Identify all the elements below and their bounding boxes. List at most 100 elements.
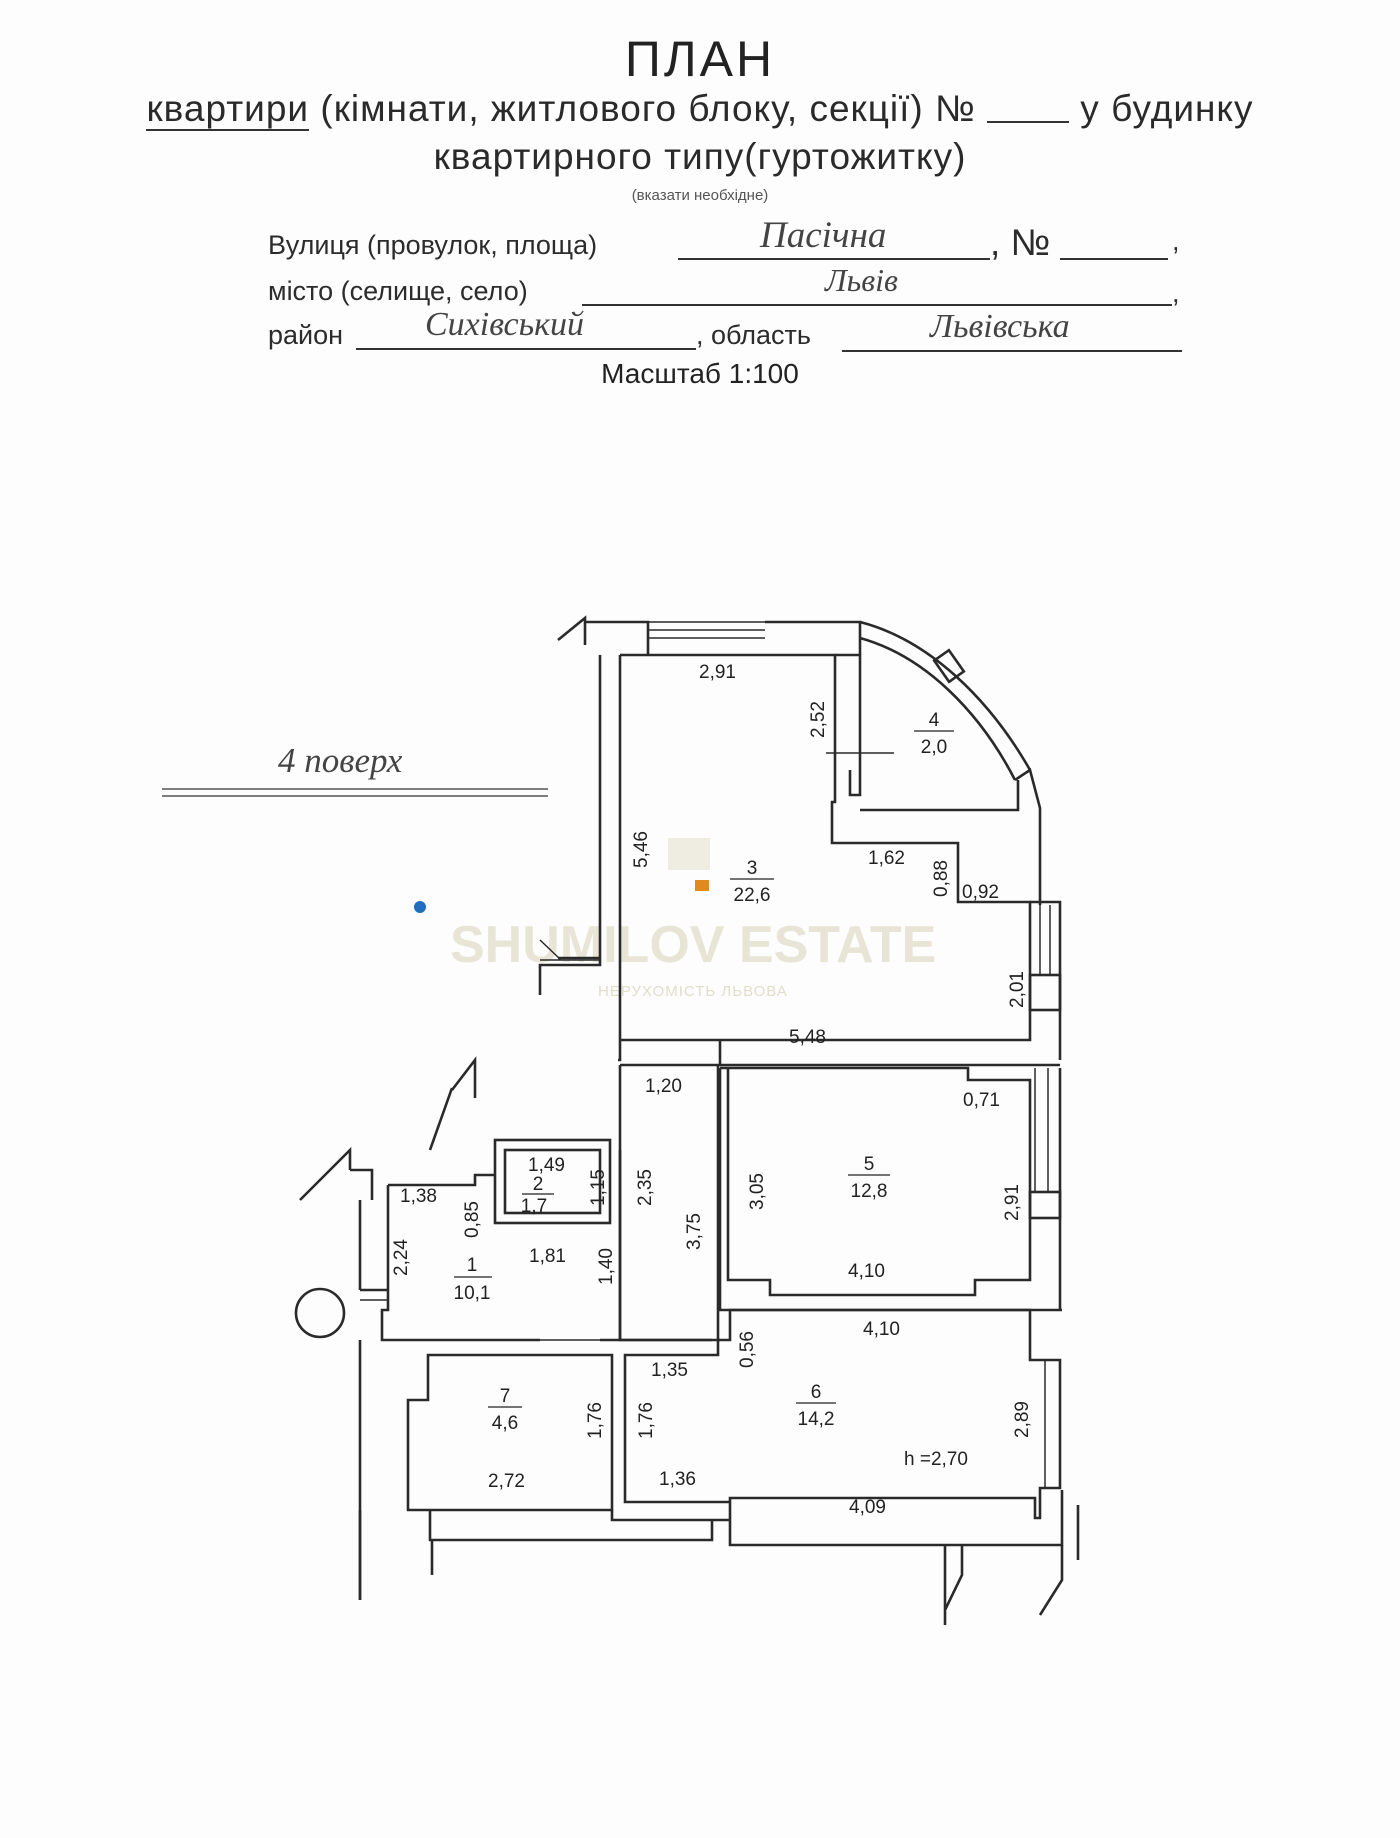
dim-2-91-right: 2,91	[1002, 1184, 1023, 1221]
dim-1-62: 1,62	[868, 848, 905, 869]
dimension-labels: 2,91 2,52 5,46 1,62 0,88 0,92 2,01 5,48 …	[391, 662, 1033, 1518]
dim-4-10-b: 4,10	[863, 1319, 900, 1340]
dim-1-76-b: 1,76	[636, 1402, 657, 1439]
district-underline	[356, 348, 696, 350]
wall-bottom-mid	[610, 1510, 730, 1522]
dim-3-75: 3,75	[684, 1213, 705, 1250]
dim-0-71: 0,71	[963, 1090, 1000, 1111]
dim-2-01: 2,01	[1007, 971, 1028, 1008]
dim-1-76-a: 1,76	[585, 1402, 606, 1439]
room-1-number: 1	[467, 1255, 478, 1276]
room-1-outline	[380, 1150, 720, 1342]
city-comma: ,	[1172, 278, 1180, 308]
dim-1-35: 1,35	[651, 1360, 688, 1381]
room-labels: 1 10,1 2 1,7 3 22,6 4 2,0 5 12,8 6 14,2 …	[454, 710, 954, 1434]
plan-title: ПЛАН	[624, 31, 776, 87]
dim-1-81: 1,81	[529, 1246, 566, 1267]
floor-label: 4 поверх	[278, 741, 403, 780]
plan-subtitle-line1: квартири (кімнати, житлового блоку, секц…	[0, 88, 1400, 131]
dim-1-15: 1,15	[588, 1169, 609, 1206]
dim-3-05: 3,05	[747, 1173, 768, 1210]
wall-right-room3	[1030, 900, 1062, 1060]
dim-2-35: 2,35	[635, 1169, 656, 1206]
room-2-inner	[503, 1148, 602, 1215]
wall-left-step	[350, 1168, 374, 1200]
room-6-outline	[623, 1308, 1062, 1520]
dim-1-49: 1,49	[528, 1155, 565, 1176]
room-7-area: 4,6	[492, 1413, 518, 1434]
pier-right-room3	[1028, 973, 1062, 1012]
room-4-arc-inner	[859, 636, 1017, 781]
room-7-outline	[406, 1353, 614, 1512]
location-marker-icon	[414, 901, 426, 913]
dim-1-38: 1,38	[400, 1186, 437, 1207]
wall-break-bottom	[943, 1545, 964, 1625]
wall-bottom-right	[728, 1490, 1064, 1547]
apartment-word: квартири	[146, 88, 310, 131]
dim-0-56: 0,56	[737, 1331, 758, 1368]
city-value: Львів	[825, 262, 898, 298]
watermark-logo-icon	[668, 838, 710, 870]
scale-label: Масштаб 1:100	[601, 358, 799, 389]
region-label: , область	[696, 320, 811, 350]
room-2-outer	[493, 1138, 612, 1225]
subtitle-middle: (кімнати, житлового блоку, секції) №	[309, 88, 988, 129]
room-5-area: 12,8	[851, 1181, 888, 1202]
apartment-number-blank	[987, 91, 1070, 123]
ceiling-height: h =2,70	[904, 1449, 968, 1470]
wall-break-left	[299, 1146, 352, 1201]
room-2-area: 1,7	[521, 1196, 547, 1217]
room-3-number: 3	[747, 858, 758, 879]
plan-subtitle-line2: квартирного типу(гуртожитку)	[433, 136, 967, 177]
dim-2-89: 2,89	[1012, 1401, 1033, 1438]
city-label: місто (селище, село)	[268, 276, 528, 306]
wall-break-mid-left-2	[428, 1087, 454, 1151]
window-arc	[932, 648, 966, 684]
wall-left-corridor	[538, 655, 602, 995]
room-5-number: 5	[864, 1154, 875, 1175]
wall-top-right-seg	[765, 620, 862, 655]
street-underline	[678, 258, 990, 260]
room-4-area: 2,0	[921, 737, 947, 758]
dim-0-92: 0,92	[962, 882, 999, 903]
dim-2-91-top: 2,91	[699, 662, 736, 683]
street-label: Вулиця (провулок, площа)	[268, 230, 598, 260]
wall-top-left-seg	[585, 620, 650, 655]
room-1-area: 10,1	[454, 1283, 491, 1304]
pier-room5	[1028, 1190, 1062, 1220]
corridor-left-wall	[618, 1065, 712, 1342]
wall-left-corridor-inner	[618, 655, 622, 1062]
room-3-outline	[620, 653, 1032, 1042]
wall-break-mid-left	[450, 1056, 477, 1098]
door-swing-room3	[539, 939, 562, 961]
watermark: SHUMILOV ESTATE НЕРУХОМІСТЬ ЛЬВОВА	[450, 838, 936, 1000]
room-1-left	[358, 1200, 388, 1600]
number-underline	[1060, 258, 1168, 260]
wall-bottom-left	[428, 1510, 714, 1542]
dim-1-36: 1,36	[659, 1469, 696, 1490]
room-7-number: 7	[500, 1386, 511, 1407]
dim-2-52: 2,52	[808, 701, 829, 738]
floor-label-group: 4 поверх	[162, 741, 548, 797]
number-label: , №	[990, 222, 1051, 263]
subtitle-end: у будинку	[1069, 88, 1254, 129]
room-2-number: 2	[533, 1174, 544, 1195]
region-underline	[842, 350, 1182, 352]
stair-circle-icon	[294, 1287, 346, 1339]
dim-1-20: 1,20	[645, 1076, 682, 1097]
room-4-bottom	[860, 780, 1020, 812]
wall-break-top-left	[557, 615, 587, 645]
district-label: район	[268, 320, 344, 350]
street-comma: ,	[1172, 226, 1180, 256]
room-4-number: 4	[929, 710, 940, 731]
watermark-tagline: НЕРУХОМІСТЬ ЛЬВОВА	[598, 983, 788, 1000]
room-6-number: 6	[811, 1382, 822, 1403]
region-value: Львівська	[930, 308, 1070, 345]
city-underline	[582, 304, 1172, 306]
dim-1-40: 1,40	[596, 1248, 617, 1285]
room-5-outline	[720, 1066, 1032, 1297]
dim-4-10-a: 4,10	[848, 1261, 885, 1282]
dim-2-72: 2,72	[488, 1471, 525, 1492]
room-4-divider	[835, 653, 862, 797]
